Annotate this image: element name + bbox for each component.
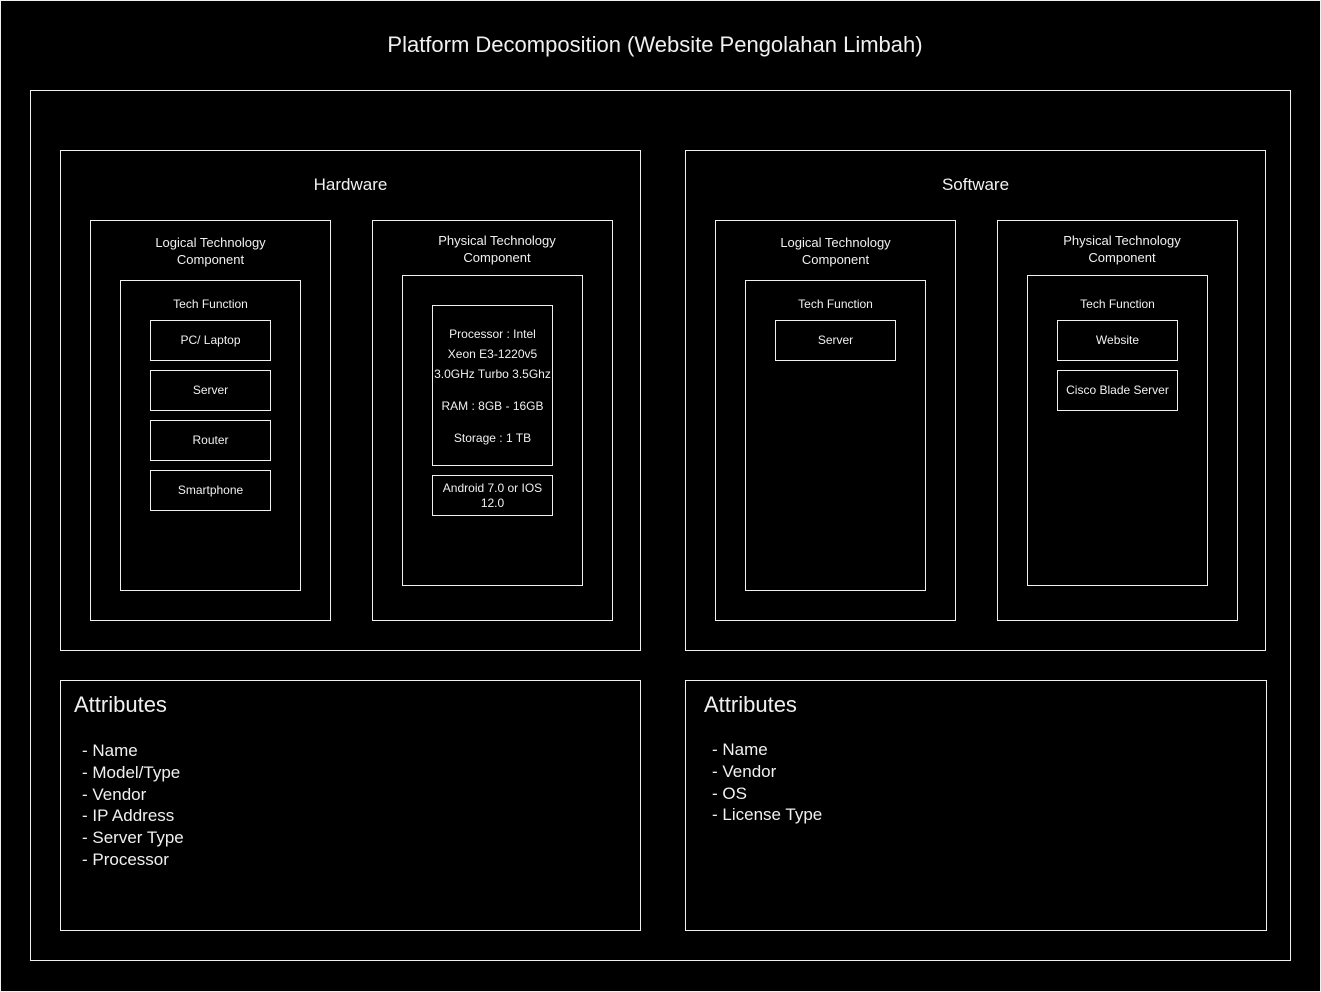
- hardware-item-router: Router: [150, 420, 271, 461]
- hardware-spec-box: Processor : Intel Xeon E3-1220v5 3.0GHz …: [432, 305, 553, 466]
- software-physical-component: [997, 220, 1238, 621]
- software-physical-title: Physical Technology Component: [1063, 233, 1181, 265]
- hardware-os-box: Android 7.0 or IOS 12.0: [432, 475, 553, 516]
- hardware-item-server: Server: [150, 370, 271, 411]
- hardware-attributes-list: - Name - Model/Type - Vendor - IP Addres…: [82, 740, 184, 871]
- hardware-physical-title: Physical Technology Component: [438, 233, 556, 265]
- software-title: Software: [941, 175, 1010, 194]
- software-physical-inner: [1027, 275, 1208, 586]
- hardware-section: [60, 150, 641, 651]
- software-attribute-item: - License Type: [712, 805, 823, 825]
- software-attributes-title: Attributes: [704, 692, 797, 717]
- hardware-attribute-item: - Processor: [82, 849, 169, 869]
- hardware-physical-inner: [402, 275, 583, 586]
- hardware-attribute-item: - Name: [82, 741, 138, 760]
- spec-storage: Storage : 1 TB: [453, 431, 532, 445]
- spec-ram: RAM : 8GB - 16GB: [441, 399, 544, 413]
- hardware-attribute-item: - Vendor: [82, 784, 147, 804]
- spec-processor-line-3: 3.0GHz Turbo 3.5Ghz: [434, 367, 551, 381]
- software-section: [685, 150, 1266, 651]
- hardware-logical-component: [90, 220, 331, 621]
- hardware-item-pc-laptop: PC/ Laptop: [150, 320, 271, 361]
- software-attribute-item: - Name: [712, 740, 768, 759]
- hardware-attribute-item: - Server Type: [82, 828, 184, 848]
- software-tech-function-title: Tech Function: [798, 297, 873, 311]
- software-attribute-item: - Vendor: [712, 761, 777, 781]
- hardware-attribute-item: - Model/Type: [82, 762, 181, 782]
- hardware-attribute-item: - IP Address: [82, 806, 175, 826]
- hardware-tech-function: [120, 280, 301, 591]
- software-attributes-box: [685, 680, 1267, 931]
- spec-processor-line-2: Xeon E3-1220v5: [447, 347, 538, 361]
- software-logical-title: Logical Technology Component: [780, 235, 891, 267]
- hardware-title: Hardware: [313, 175, 388, 194]
- hardware-tech-function-title: Tech Function: [173, 297, 248, 311]
- software-tech-function: [745, 280, 926, 591]
- software-item-website: Website: [1057, 320, 1178, 361]
- hardware-physical-component: [372, 220, 613, 621]
- hardware-item-smartphone: Smartphone: [150, 470, 271, 511]
- software-attribute-item: - OS: [712, 783, 747, 803]
- platform-container: [30, 90, 1291, 961]
- hardware-attributes-title: Attributes: [74, 692, 167, 717]
- diagram-title: Platform Decomposition (Website Pengolah…: [387, 32, 923, 57]
- software-attributes-list: - Name - Vendor - OS - License Type: [712, 739, 822, 826]
- software-item-cisco-blade-server: Cisco Blade Server: [1057, 370, 1178, 411]
- software-physical-tech-function-title: Tech Function: [1080, 297, 1155, 311]
- hardware-logical-title: Logical Technology Component: [155, 235, 266, 267]
- spec-processor-line-1: Processor : Intel: [449, 327, 536, 341]
- software-logical-component: [715, 220, 956, 621]
- software-item-server: Server: [775, 320, 896, 361]
- hardware-attributes-box: [60, 680, 641, 931]
